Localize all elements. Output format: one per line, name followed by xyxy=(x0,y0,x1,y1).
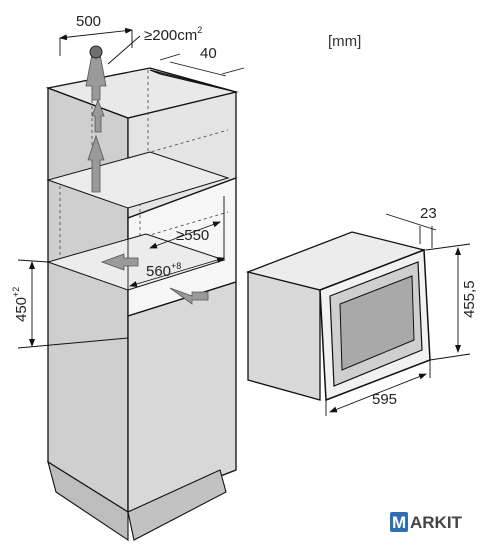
dim-appliance-width: 595 xyxy=(372,391,397,408)
dim-appliance-height: 455,5 xyxy=(461,280,478,318)
dim-niche-width-value: 560 xyxy=(146,263,171,280)
logo-letter: M xyxy=(392,513,406,532)
dim-niche-height: 450+2 xyxy=(11,287,30,322)
dim-niche-width: 560+8 xyxy=(146,261,181,280)
appliance-side xyxy=(247,271,321,401)
airflow-arrows xyxy=(85,53,209,305)
dim-niche-depth: ≥550 xyxy=(176,227,209,244)
cabinet-dimensions: 500 ≥200cm2 40 ≥550 560+8 450+2 xyxy=(11,13,245,349)
dim-appliance-depth: 23 xyxy=(420,205,437,222)
dim-vent-area-exp: 2 xyxy=(197,25,202,35)
dim-niche-width-sup: +8 xyxy=(171,261,181,271)
niche-shelf-upper xyxy=(46,151,230,209)
cabinet-left-face xyxy=(47,87,129,514)
appliance-dimensions: 23 455,5 595 xyxy=(325,205,478,416)
vent-cap xyxy=(89,45,103,59)
logo-letter-box xyxy=(390,512,408,532)
appliance xyxy=(245,231,431,402)
dim-niche-height-value: 450 xyxy=(13,297,30,322)
dim-top-depth: 40 xyxy=(200,45,217,62)
vent-opening xyxy=(149,69,237,93)
logo-text: ARKIT xyxy=(410,513,463,532)
plinth-right xyxy=(127,469,227,541)
airflow-arrow-mid xyxy=(87,134,105,193)
units-label: [mm] xyxy=(328,33,361,50)
cabinet-plinth xyxy=(47,460,129,542)
airflow-arrow-low xyxy=(91,98,105,133)
dim-niche-height-sup: +2 xyxy=(11,287,21,297)
dim-top-width: 500 xyxy=(76,13,101,30)
dim-vent-area: ≥200cm2 xyxy=(144,25,202,44)
tall-cabinet xyxy=(45,45,239,542)
appliance-window xyxy=(339,275,415,371)
airflow-arrow-out xyxy=(169,287,209,305)
brand-logo: M ARKIT xyxy=(390,512,463,532)
dim-vent-area-value: ≥200cm xyxy=(144,27,197,44)
